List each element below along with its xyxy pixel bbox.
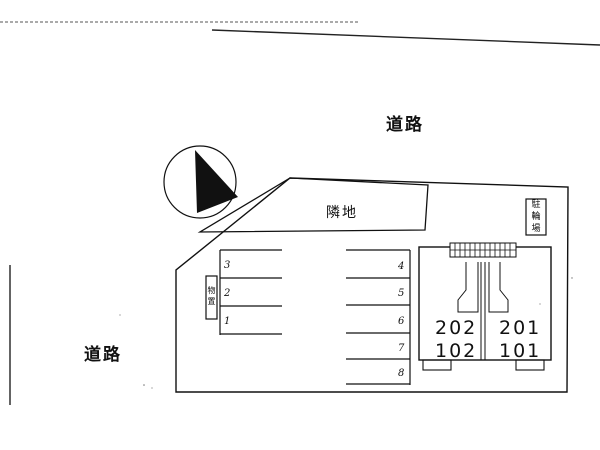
road-label-west: 道路: [84, 345, 122, 365]
parking-slot-4: 4: [398, 261, 405, 272]
north-arrow-icon: [163, 145, 238, 219]
neighbor-lot-label: 隣地: [326, 205, 358, 221]
storage-label: 物 置: [207, 286, 216, 306]
unit-101: 101: [499, 340, 542, 362]
parking-slot-6: 6: [398, 316, 405, 327]
road-edge-top: [211, 29, 600, 46]
storage: [205, 275, 218, 320]
parking-slot-3: 3: [224, 260, 231, 271]
parking-slot-2: 2: [224, 288, 231, 299]
road-label-north: 道路: [386, 115, 424, 135]
neighbor-lot: [197, 177, 429, 233]
property-boundary: [175, 177, 569, 393]
parking-slot-7: 7: [398, 343, 405, 354]
apartment-building: [418, 242, 552, 371]
parking-slot-5: 5: [398, 288, 405, 299]
parking-block-right: [346, 249, 411, 385]
unit-202: 202: [435, 317, 478, 339]
bicycle-parking-label: 駐 輪 場: [531, 200, 541, 234]
bicycle-parking: [525, 198, 547, 236]
parking-slot-8: 8: [398, 368, 405, 379]
parking-block-left: [219, 249, 282, 335]
unit-201: 201: [499, 317, 542, 339]
parking-slot-1: 1: [224, 316, 231, 327]
unit-102: 102: [435, 340, 478, 362]
scan-noise: [119, 277, 573, 389]
